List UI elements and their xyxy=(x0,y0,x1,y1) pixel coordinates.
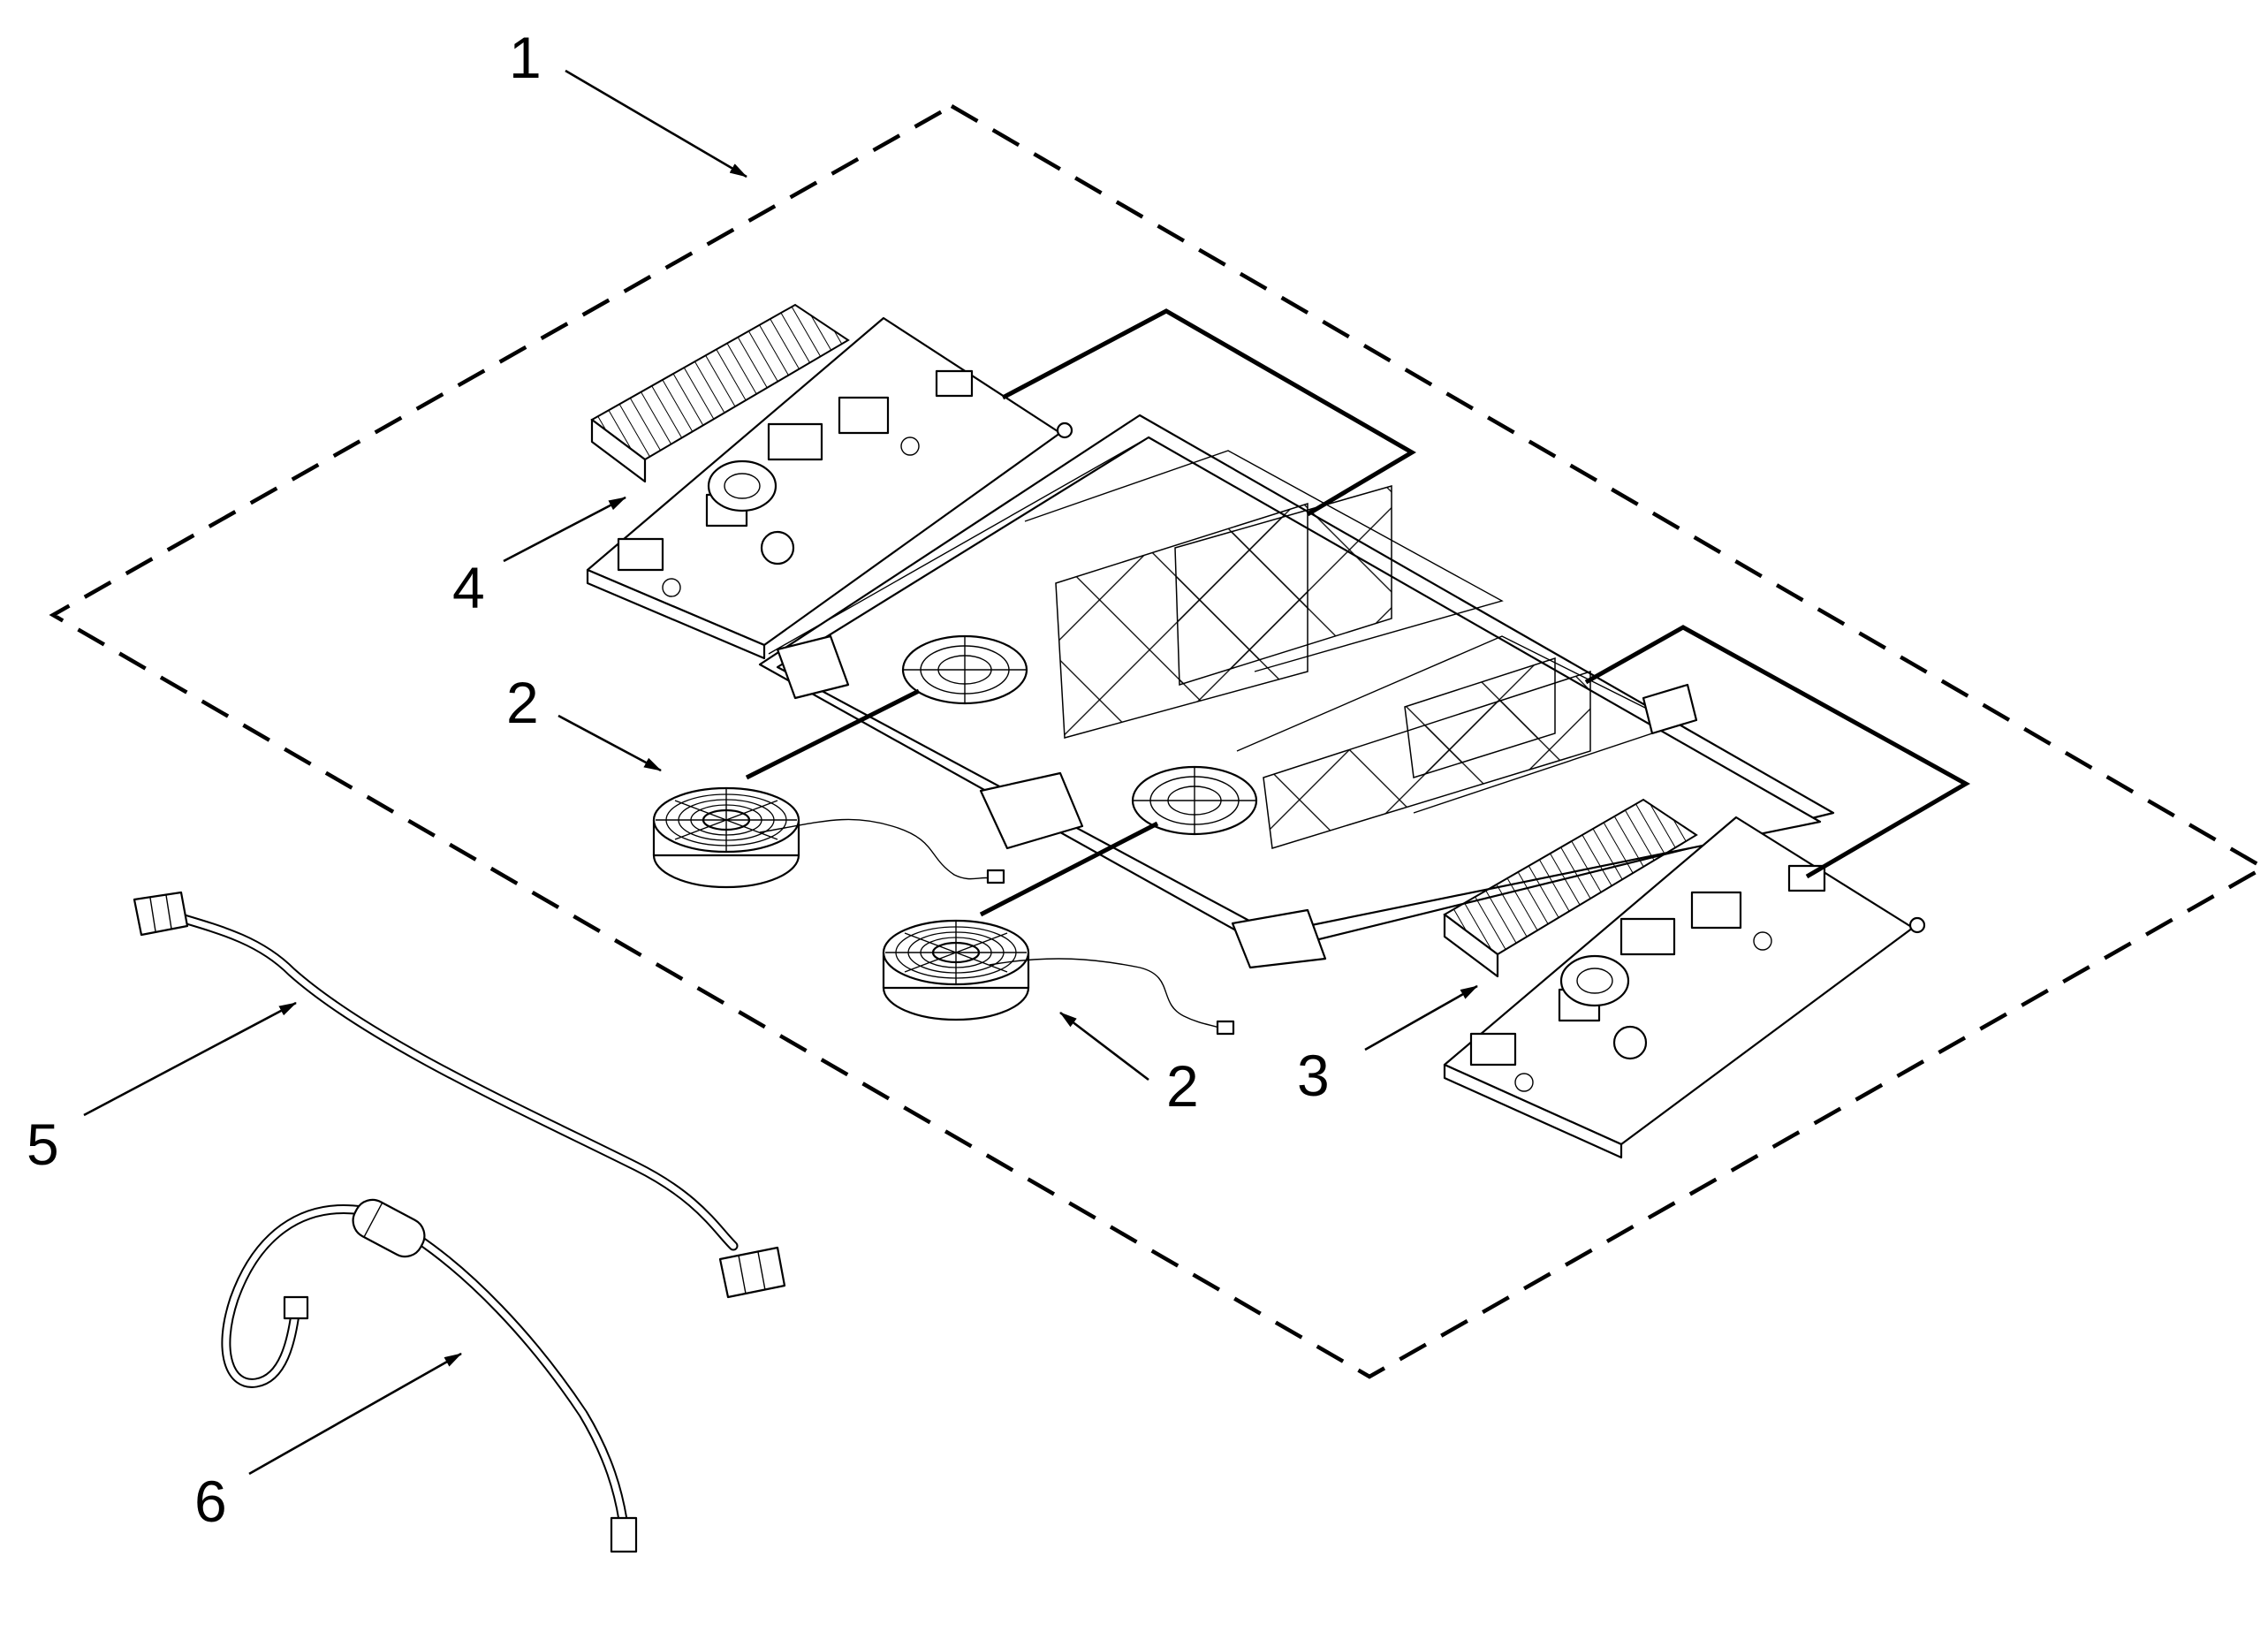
callout-1: 1 xyxy=(509,25,542,90)
leader-line-3 xyxy=(1364,984,1478,1051)
connector-line-coil-right xyxy=(979,821,1159,917)
callout-6: 6 xyxy=(194,1469,227,1534)
callout-5: 5 xyxy=(27,1112,59,1177)
leader-line-5 xyxy=(83,1001,297,1117)
connector-line-coil-left xyxy=(745,688,921,780)
callout-3: 3 xyxy=(1297,1043,1330,1108)
callout-4: 4 xyxy=(452,555,485,620)
callout-2b: 2 xyxy=(1166,1053,1199,1119)
connector-line-board-upper xyxy=(1001,308,1416,517)
connector-line-board-lower xyxy=(1584,625,1971,879)
wire-harness-5 xyxy=(133,891,786,1299)
callout-2a: 2 xyxy=(506,670,539,735)
carrier-tray xyxy=(758,414,1835,969)
leader-line-2b xyxy=(1059,1011,1149,1082)
leader-line-4 xyxy=(503,496,626,563)
control-board-lower xyxy=(1443,798,1926,1159)
leader-line-6 xyxy=(248,1352,462,1476)
assembly-boundary-dashed xyxy=(49,103,2268,1379)
leader-line-1 xyxy=(565,69,747,178)
wire-harness-6 xyxy=(221,1198,638,1553)
leader-line-2a xyxy=(558,714,662,772)
induction-coil-right xyxy=(882,919,1235,1036)
control-board-upper xyxy=(586,303,1073,660)
induction-coil-left xyxy=(652,786,1005,889)
